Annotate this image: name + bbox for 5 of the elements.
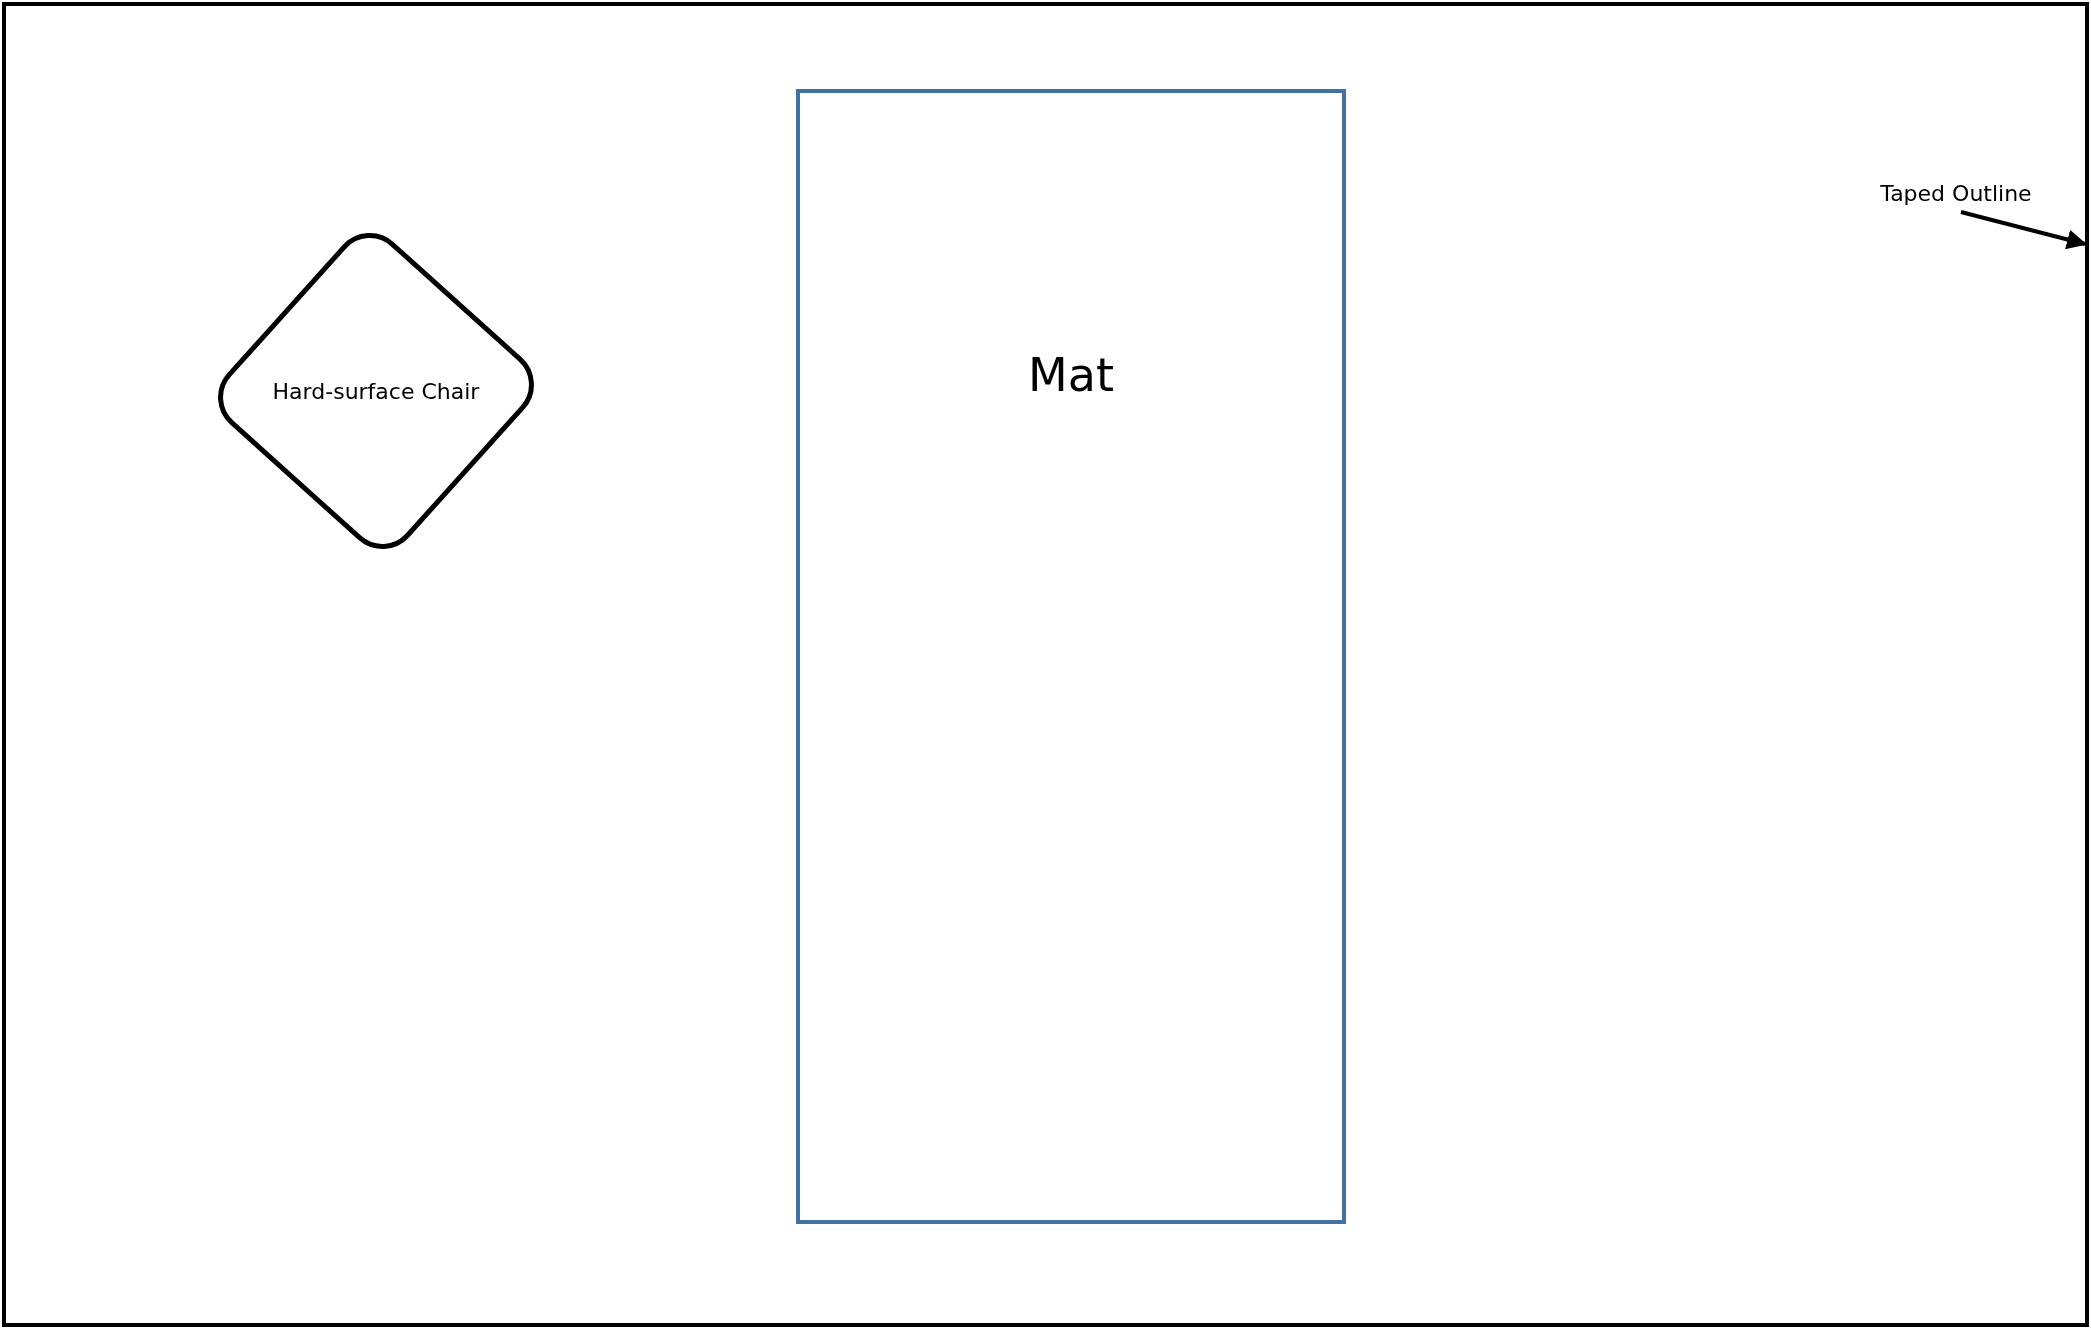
- leader-line: [1960, 210, 2087, 250]
- chair-label: Hard-surface Chair: [271, 378, 481, 404]
- mat-label: Mat: [1027, 348, 1115, 402]
- mat-rectangle: [796, 89, 1346, 1224]
- outline-label: Taped Outline: [1856, 176, 2056, 212]
